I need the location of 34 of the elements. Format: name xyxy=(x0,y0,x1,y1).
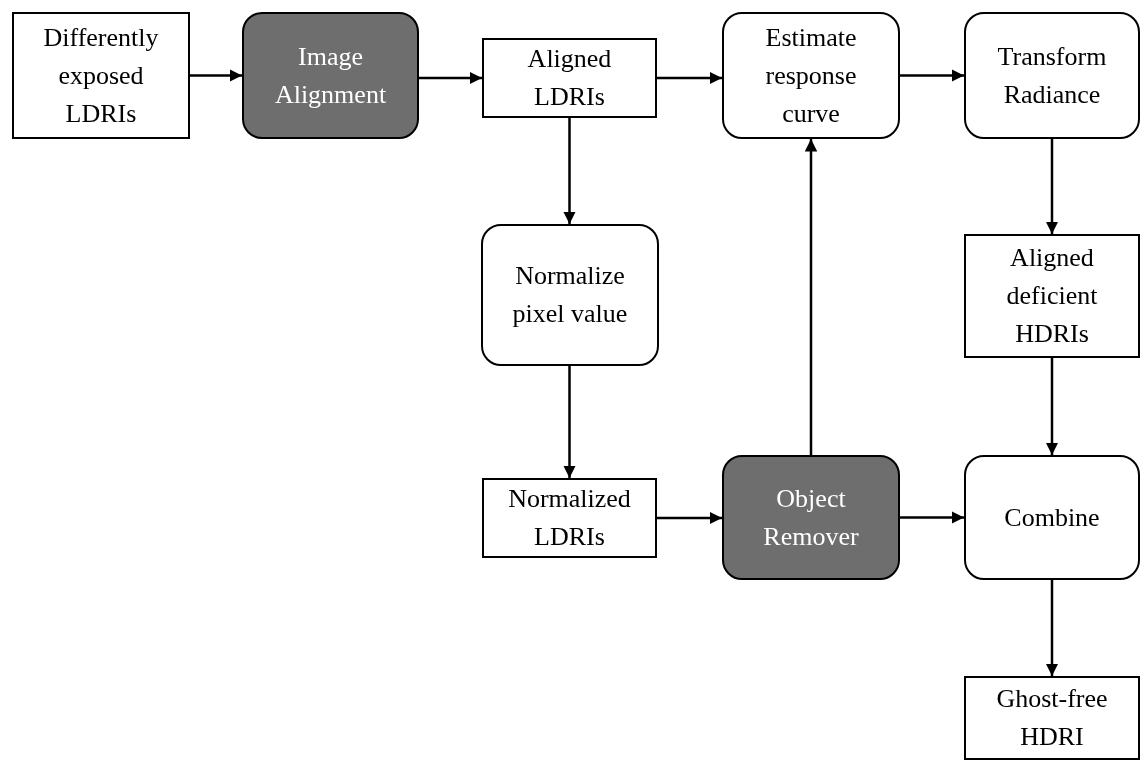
box-label: Ghost-free HDRI xyxy=(995,683,1109,753)
data-box xyxy=(964,676,1140,760)
arrow xyxy=(657,511,722,525)
arrow xyxy=(900,69,964,82)
box-label: Combine xyxy=(1003,501,1101,534)
data-box xyxy=(964,234,1140,358)
highlighted-process-box xyxy=(242,12,419,139)
box-label: Aligned LDRIs xyxy=(526,43,613,113)
box-label: Image Alignment xyxy=(273,40,388,111)
arrow xyxy=(657,71,722,85)
highlighted-process-box xyxy=(722,455,900,580)
box-label: Transform Radiance xyxy=(996,40,1108,111)
process-box xyxy=(964,12,1140,139)
arrow xyxy=(419,71,482,85)
data-box xyxy=(482,478,657,558)
box-label: Object Remover xyxy=(762,482,860,553)
arrow xyxy=(1045,139,1059,234)
arrow xyxy=(900,511,964,524)
box-label: Normalized LDRIs xyxy=(507,483,632,553)
box-label: Aligned deficient HDRIs xyxy=(1005,242,1099,350)
box-label: Differently exposed LDRIs xyxy=(42,21,160,130)
arrow xyxy=(190,69,242,82)
arrow xyxy=(1045,358,1059,455)
data-box xyxy=(12,12,190,139)
data-box xyxy=(482,38,657,118)
arrow xyxy=(1045,580,1059,676)
process-box xyxy=(722,12,900,139)
box-label: Normalize pixel value xyxy=(511,260,629,330)
process-box xyxy=(964,455,1140,580)
arrow xyxy=(804,139,818,455)
arrow xyxy=(563,118,576,224)
process-box xyxy=(481,224,659,366)
box-label: Estimate response curve xyxy=(764,21,858,130)
arrow xyxy=(563,366,576,478)
